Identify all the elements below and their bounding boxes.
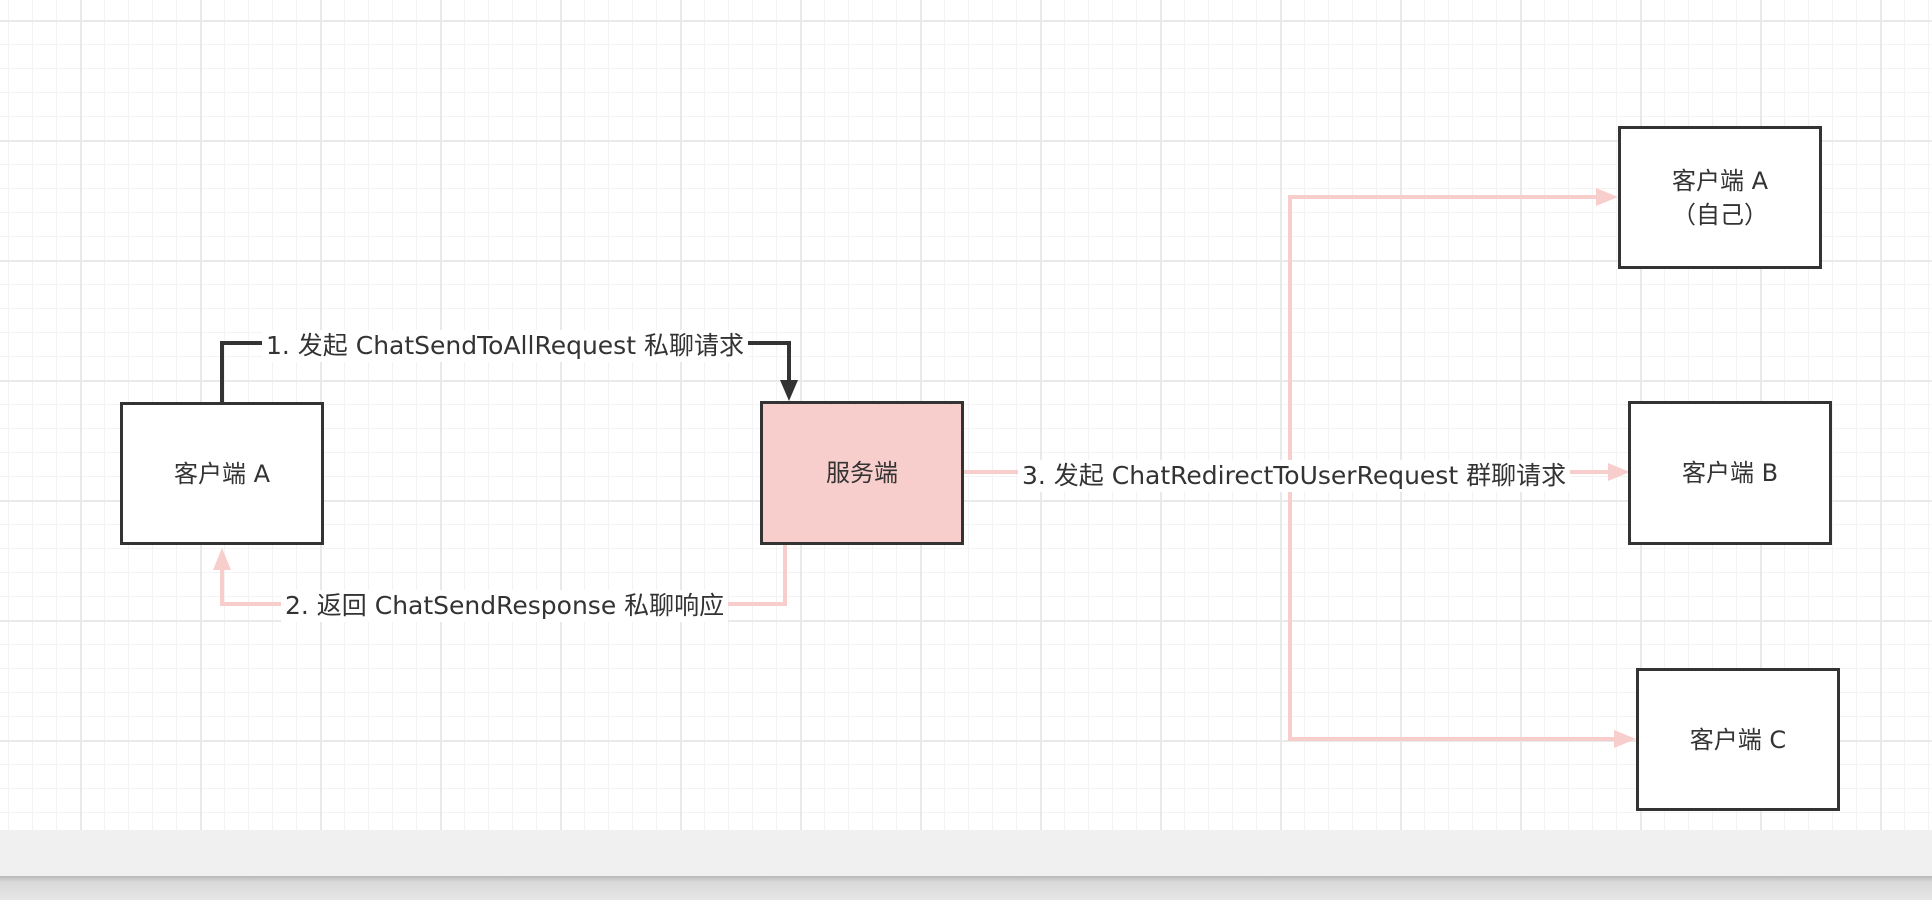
edge-label-step3: 3. 发起 ChatRedirectToUserRequest 群聊请求 xyxy=(1018,460,1571,492)
diagram-canvas[interactable]: 客户端 A 服务端 客户端 A （自己） 客户端 B 客户端 C 1. 发起 C… xyxy=(0,0,1932,830)
edge-label-step2: 2. 返回 ChatSendResponse 私聊响应 xyxy=(281,590,729,622)
arrowhead-icon xyxy=(1608,463,1630,481)
arrowhead-icon xyxy=(1596,188,1618,206)
arrowhead-icon xyxy=(780,380,798,401)
arrowhead-icon xyxy=(1614,730,1636,748)
bottom-bar xyxy=(0,830,1932,876)
node-client-b[interactable]: 客户端 B xyxy=(1628,401,1832,545)
node-client-a-left[interactable]: 客户端 A xyxy=(120,402,324,545)
node-client-c[interactable]: 客户端 C xyxy=(1636,668,1840,811)
arrowhead-icon xyxy=(213,548,231,570)
node-server[interactable]: 服务端 xyxy=(760,401,964,545)
bottom-shadow xyxy=(0,876,1932,900)
node-client-a-self[interactable]: 客户端 A （自己） xyxy=(1618,126,1822,269)
edge-label-step1: 1. 发起 ChatSendToAllRequest 私聊请求 xyxy=(262,330,748,362)
